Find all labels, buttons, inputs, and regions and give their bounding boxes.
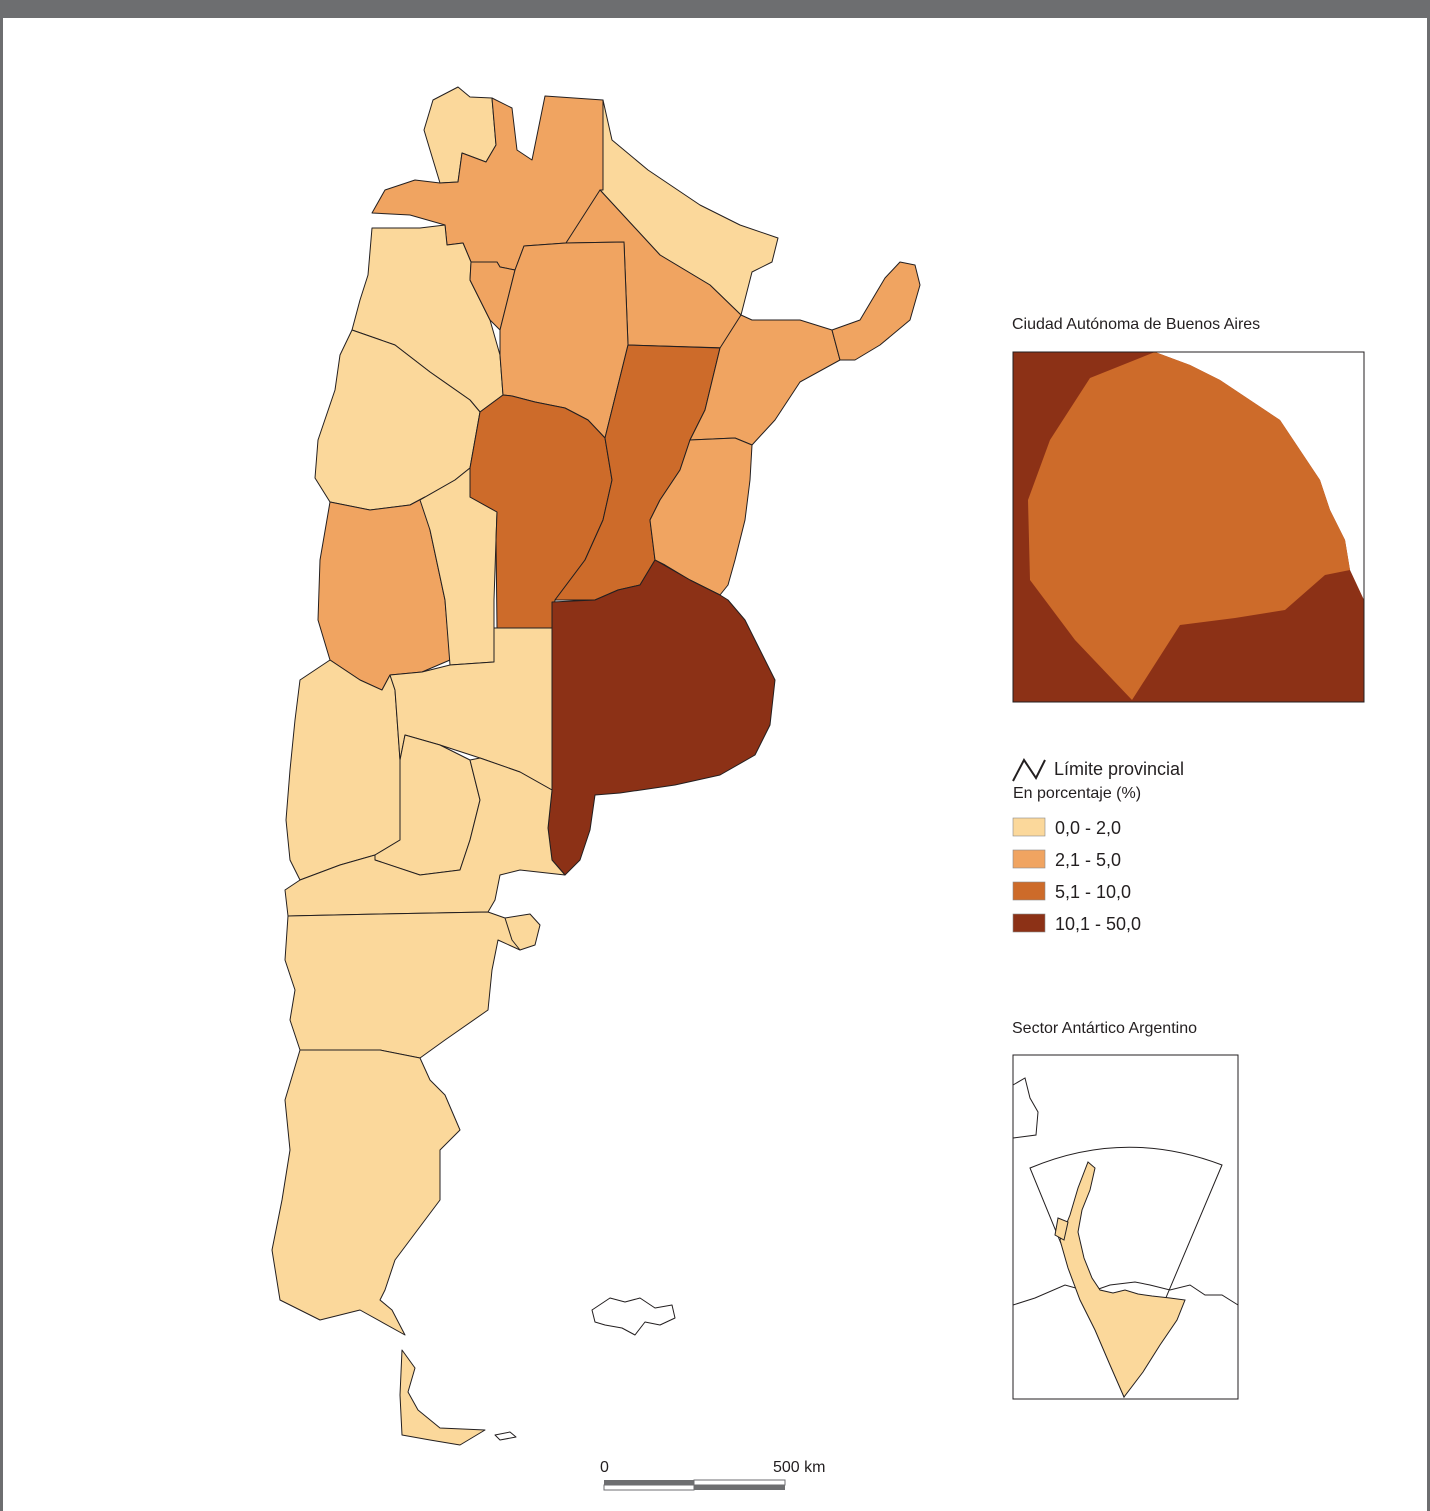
province-san-luis bbox=[419, 467, 498, 666]
legend-swatch bbox=[1012, 817, 1046, 837]
antarctic-coastline bbox=[1012, 1281, 1239, 1306]
antarctic-peninsula bbox=[1059, 1161, 1186, 1398]
scale-bar-seg-3 bbox=[603, 1484, 695, 1491]
province-chubut bbox=[284, 911, 536, 1059]
peninsula-valdes bbox=[504, 913, 541, 951]
legend-class-label: 0,0 - 2,0 bbox=[1055, 818, 1121, 838]
top-bar bbox=[0, 0, 1430, 18]
legend-swatch bbox=[1012, 913, 1046, 933]
islas-malvinas bbox=[591, 1297, 676, 1336]
scale-bar-seg-2 bbox=[693, 1479, 786, 1486]
caba-inset-border bbox=[1012, 351, 1365, 703]
province-buenos-aires bbox=[547, 559, 776, 876]
provinces-layer bbox=[271, 86, 921, 1446]
legend: Límite provincial En porcentaje (%) 0,0 … bbox=[1012, 758, 1184, 934]
legend-items: 0,0 - 2,0 2,1 - 5,0 5,1 - 10,0 10,1 - 50,0 bbox=[1012, 817, 1141, 934]
caba-inset-title: Ciudad Autónoma de Buenos Aires bbox=[1012, 316, 1260, 333]
province-santa-cruz bbox=[271, 1049, 461, 1336]
scale-bar-start-label: 0 bbox=[600, 1459, 609, 1476]
antarctic-inset-title: Sector Antártico Argentino bbox=[1012, 1020, 1197, 1037]
scale-bar-seg-1 bbox=[604, 1480, 694, 1485]
zigzag-line-icon bbox=[1012, 758, 1046, 782]
legend-class-label: 5,1 - 10,0 bbox=[1055, 882, 1131, 902]
legend-class-label: 2,1 - 5,0 bbox=[1055, 850, 1121, 870]
antarctic-island bbox=[1054, 1217, 1069, 1241]
province-mendoza bbox=[285, 659, 401, 881]
legend-unit-label: En porcentaje (%) bbox=[1013, 785, 1141, 802]
antarctic-sector-outline bbox=[1029, 1146, 1223, 1399]
scale-bar: 0 500 km bbox=[600, 1459, 825, 1491]
province-tierra-del-fuego bbox=[399, 1349, 486, 1446]
scale-bar-end-label: 500 km bbox=[773, 1459, 825, 1476]
legend-swatch bbox=[1012, 881, 1046, 901]
legend-boundary-label: Límite provincial bbox=[1054, 759, 1184, 779]
antarctic-inset: Sector Antártico Argentino bbox=[1012, 1020, 1239, 1400]
caba-inset: Ciudad Autónoma de Buenos Aires bbox=[1012, 316, 1365, 703]
legend-class-label: 10,1 - 50,0 bbox=[1055, 914, 1141, 934]
south-america-tip bbox=[1012, 1077, 1039, 1139]
caba-city bbox=[1028, 352, 1350, 700]
caba-river bbox=[1155, 352, 1364, 600]
legend-swatch bbox=[1012, 849, 1046, 869]
isla-de-los-estados bbox=[494, 1431, 517, 1441]
province-misiones bbox=[831, 261, 921, 361]
scale-bar-seg-4 bbox=[694, 1485, 785, 1490]
